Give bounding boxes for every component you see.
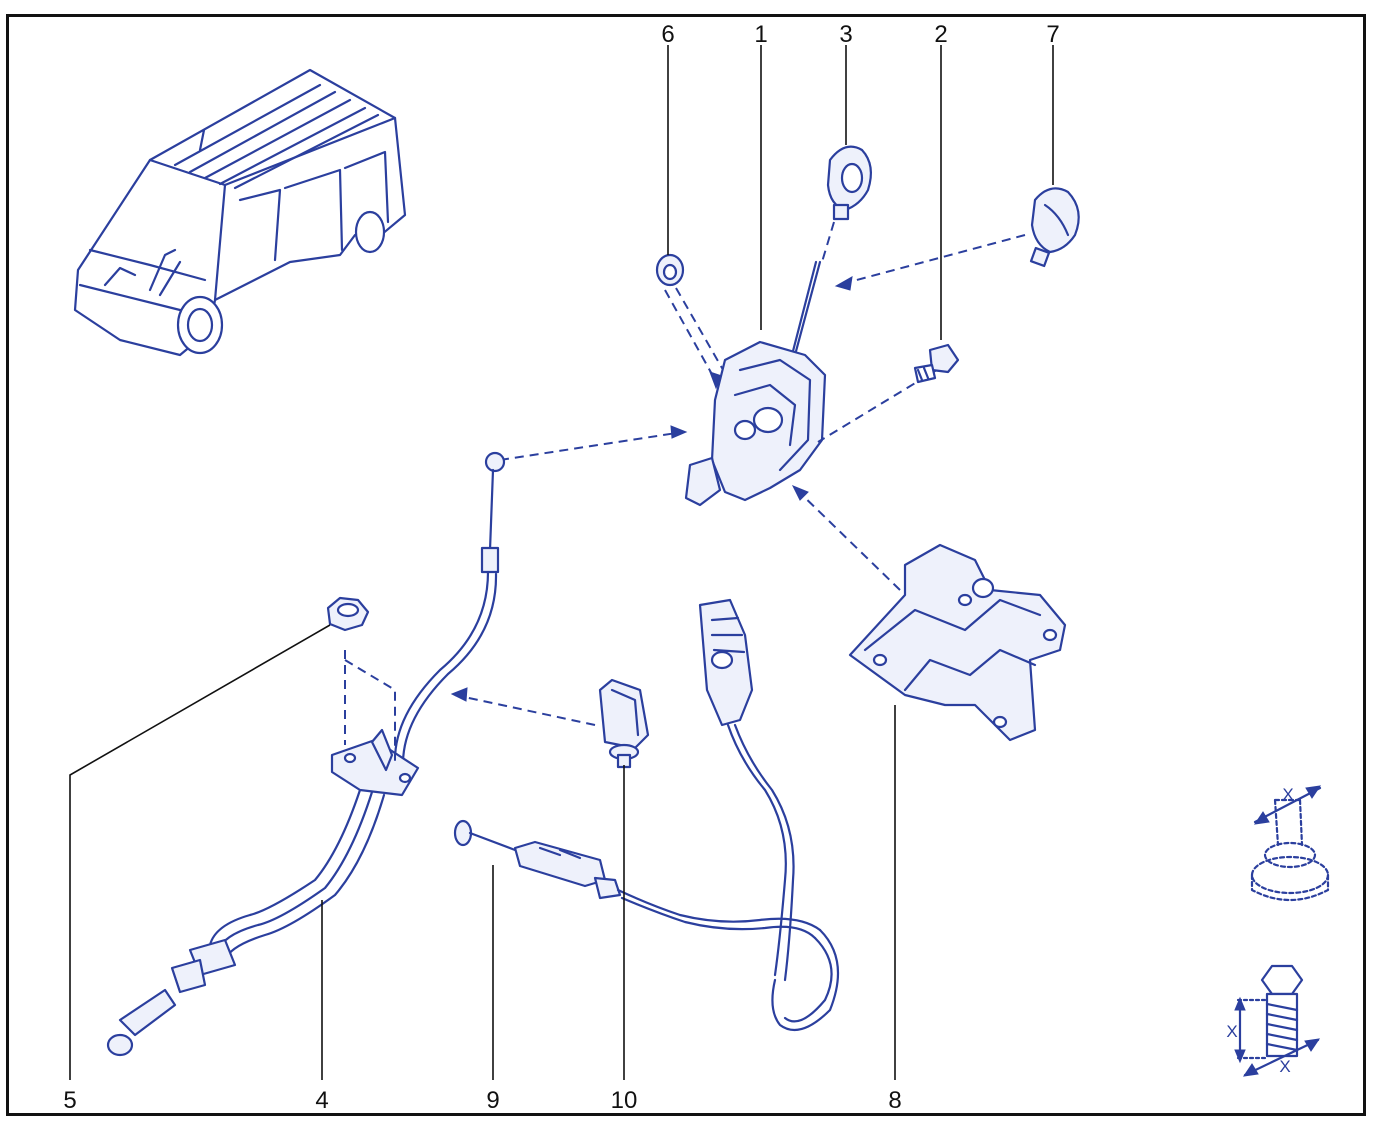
cable-part-9 (453, 598, 840, 1032)
callout-2: 2 (934, 21, 947, 48)
gear-shift-assembly-part-1 (684, 260, 941, 507)
bolt-part-2 (913, 343, 960, 384)
bolt-diameter-label: X (1279, 1057, 1290, 1076)
callout-labels: 6 1 3 2 7 5 4 9 10 8 (63, 21, 1059, 1114)
callout-6: 6 (661, 21, 674, 48)
leader-lines (69, 45, 1054, 1080)
van-illustration (73, 68, 407, 357)
nut-part-6 (655, 253, 746, 409)
callout-7: 7 (1046, 21, 1059, 48)
callout-1: 1 (754, 21, 767, 48)
gear-knob-part-3 (821, 145, 873, 263)
callout-9: 9 (486, 1087, 499, 1114)
bolt-dimension-symbol: X X (1226, 964, 1321, 1077)
nut-dimension-symbol: X (1250, 785, 1330, 902)
bolt-length-label: X (1226, 1022, 1237, 1041)
clip-part-10 (450, 678, 650, 769)
shift-cable-part-4 (106, 425, 688, 1057)
gear-knob-part-7 (834, 187, 1080, 291)
nut-dimension-label: X (1282, 785, 1293, 804)
callout-5: 5 (63, 1087, 76, 1114)
callout-4: 4 (315, 1087, 328, 1114)
callout-10: 10 (611, 1087, 638, 1114)
callout-3: 3 (839, 21, 852, 48)
callout-8: 8 (888, 1087, 901, 1114)
bracket-part-8 (791, 485, 1067, 742)
nut-part-5 (326, 596, 396, 765)
